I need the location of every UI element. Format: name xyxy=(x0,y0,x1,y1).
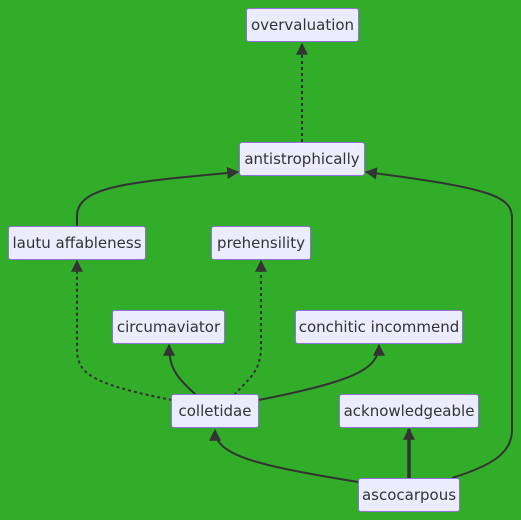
node-label: conchitic incommend xyxy=(298,317,460,336)
node-label: circumaviator xyxy=(116,317,221,336)
edge-colletidae-to-circumaviator xyxy=(163,343,197,396)
node-label: ascocarpous xyxy=(361,485,457,504)
edge-ascocarpous-to-colletidae xyxy=(209,428,359,483)
node-prehensility[interactable]: prehensility xyxy=(211,226,311,260)
node-lautu-affableness[interactable]: lautu affableness xyxy=(8,226,146,260)
node-circumaviator[interactable]: circumaviator xyxy=(112,310,225,344)
node-colletidae[interactable]: colletidae xyxy=(171,394,259,428)
node-label: colletidae xyxy=(178,401,252,420)
edge-lautu-affableness-to-antistrophically xyxy=(76,167,240,226)
node-label: antistrophically xyxy=(244,149,360,168)
node-label: lautu affableness xyxy=(12,233,142,252)
node-antistrophically[interactable]: antistrophically xyxy=(239,142,365,176)
node-acknowledgeable[interactable]: acknowledgeable xyxy=(339,394,479,428)
node-conchitic-incommend[interactable]: conchitic incommend xyxy=(295,310,463,344)
edge-colletidae-to-conchitic-incommend xyxy=(258,343,385,401)
node-ascocarpous[interactable]: ascocarpous xyxy=(358,478,460,512)
node-overvaluation[interactable]: overvaluation xyxy=(246,8,359,42)
edge-colletidae-to-prehensility xyxy=(233,259,267,396)
node-label: overvaluation xyxy=(250,15,355,34)
edge-colletidae-to-lautu-affableness xyxy=(71,259,173,401)
edge-ascocarpous-to-antistrophically xyxy=(364,167,513,479)
node-label: prehensility xyxy=(217,233,305,252)
node-label: acknowledgeable xyxy=(343,401,475,420)
